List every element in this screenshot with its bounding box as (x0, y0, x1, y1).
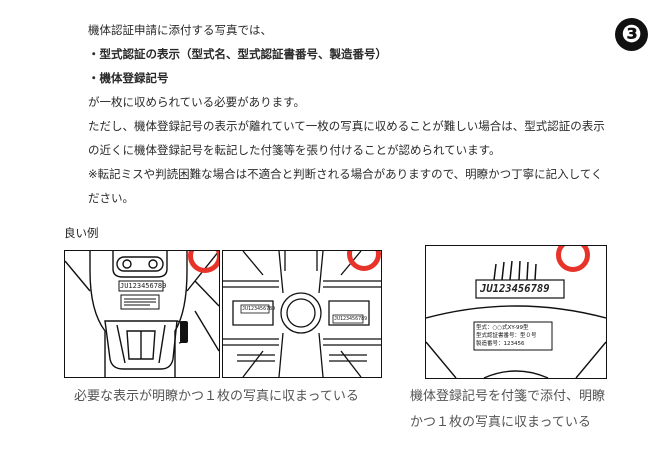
type-name-line: 型式：○○式XY-99型 (476, 325, 529, 331)
exception-line-2: の近くに機体登録記号を転記した付箋等を張り付けることが認められています。 (88, 143, 501, 157)
reg-number-tag-small: JU123456789 (334, 316, 368, 322)
bullet-registration-mark: ・機体登録記号 (88, 71, 169, 85)
serial-number-line: 製造番号：123456 (476, 341, 525, 347)
drone-underside-illustration (65, 251, 219, 377)
requirement-line: が一枚に収められている必要があります。 (88, 95, 306, 109)
sticky-note-illustration (426, 260, 606, 378)
right-caption-line-1: 機体登録記号を付箋で添付、明瞭 (410, 389, 606, 404)
right-caption-line-2: かつ１枚の写真に収まっている (410, 415, 591, 430)
step-number-badge: ❸ (615, 18, 648, 51)
left-caption: 必要な表示が明瞭かつ１枚の写真に収まっている (74, 389, 359, 404)
photo-sticky-note: JU123456789 型式：○○式XY-99型 型式認証書番号：型０号 製造番… (425, 245, 607, 379)
good-example-label: 良い例 (64, 226, 99, 240)
reg-number-tag: JU123456789 (120, 282, 167, 290)
highlight-circle (347, 251, 381, 271)
photo-drone-underside: JU123456789 (64, 250, 220, 378)
reg-number-tag-small: JU123456789 (242, 306, 276, 312)
exception-line-1: ただし、機体登録記号の表示が離れていて一枚の写真に収めることが難しい場合は、型式… (88, 119, 605, 133)
highlight-circle (556, 246, 590, 272)
photo-drone-frame: JU123456789 JU123456789 (222, 250, 382, 378)
note-line-2: ださい。 (88, 191, 134, 205)
drone-frame-illustration (223, 251, 381, 377)
note-line-1: ※転記ミスや判読困難な場合は不適合と判断される場合がありますので、明瞭かつ丁寧に… (88, 167, 603, 181)
highlight-circle (188, 251, 219, 273)
sticky-note-reg-number: JU123456789 (480, 283, 550, 295)
cert-number-line: 型式認証書番号：型０号 (476, 333, 537, 339)
intro-line: 機体認証申請に添付する写真では、 (88, 23, 272, 37)
bullet-type-certification: ・型式認証の表示（型式名、型式認証書番号、製造番号） (88, 47, 387, 61)
type-cert-label: 型式：○○式XY-99型 型式認証書番号：型０号 製造番号：123456 (476, 324, 537, 348)
